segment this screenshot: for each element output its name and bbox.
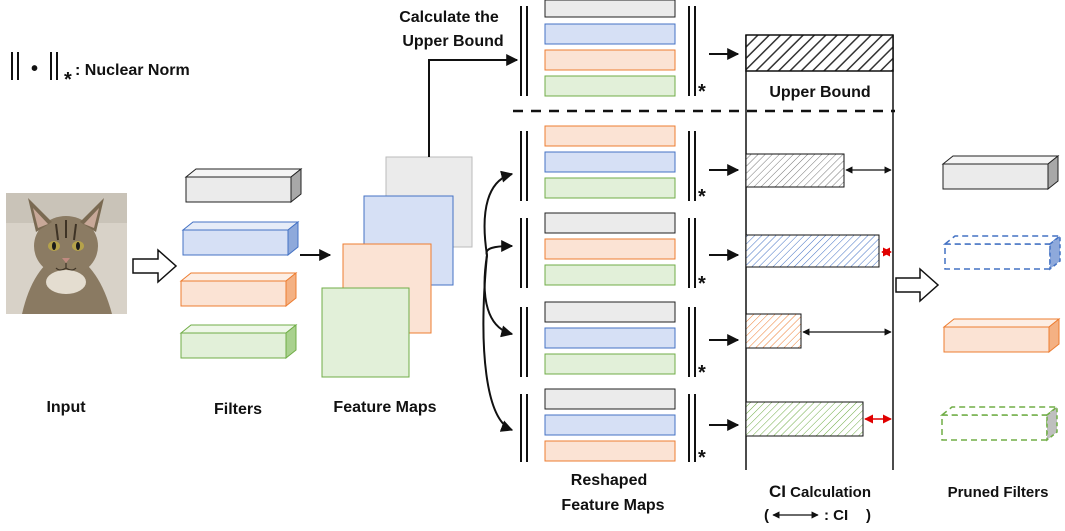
hollow-right-arrow-icon	[132, 248, 178, 284]
ci-legend-open: (	[764, 507, 769, 524]
label-reshaped-1: Reshaped	[571, 472, 647, 489]
filter-green	[179, 323, 298, 360]
cat-photo	[6, 193, 127, 314]
curly-brace-arrow-icon	[482, 170, 514, 432]
label-calc-upper-1: Calculate the	[399, 9, 499, 26]
label-input: Input	[46, 399, 86, 416]
nuclear-norm-legend: • * : Nuclear Norm	[11, 52, 190, 91]
norm-star-2: *	[698, 273, 706, 295]
reshaped-group-1: *	[520, 125, 706, 208]
hatched-bar-orange	[745, 313, 802, 349]
feature-map-green	[321, 287, 410, 378]
ci-panel: Upper Bound	[745, 34, 894, 470]
upper-bound-bar	[745, 34, 894, 72]
ci-legend: ( : CI )	[764, 507, 871, 524]
hatched-bar-gray	[745, 153, 845, 188]
label-pruned-filters: Pruned Filters	[948, 484, 1049, 501]
pruned-filter-green-removed	[939, 405, 1060, 442]
label-upper-bound: Upper Bound	[769, 84, 870, 101]
ci-calc-suffix: Calculation	[786, 484, 871, 501]
reshaped-group-4: *	[520, 388, 706, 469]
reshaped-group-upper: *	[520, 0, 706, 103]
ci-legend-text: : CI	[824, 507, 848, 524]
legend-star: *	[64, 69, 72, 91]
legend-dot: •	[31, 58, 38, 80]
arrow-to-upper-bound	[428, 54, 519, 157]
hatched-bar-blue	[745, 234, 880, 268]
feature-maps	[321, 156, 473, 378]
ci-legend-close: )	[866, 507, 871, 524]
pruned-filter-blue-removed	[942, 234, 1063, 271]
hollow-right-arrow-icon	[895, 267, 940, 303]
norm-star-upper: *	[698, 81, 706, 103]
label-ci-calculation: CI Calculation	[769, 482, 871, 501]
hatched-bar-green	[745, 401, 864, 437]
label-filters: Filters	[214, 401, 262, 418]
label-reshaped-2: Feature Maps	[561, 497, 664, 514]
norm-star-1: *	[698, 186, 706, 208]
legend-text: : Nuclear Norm	[75, 62, 190, 79]
reshaped-group-2: *	[520, 212, 706, 295]
norm-star-4: *	[698, 447, 706, 469]
pruned-filter-orange	[942, 317, 1061, 354]
pruned-filters	[939, 154, 1063, 442]
label-feature-maps: Feature Maps	[333, 399, 436, 416]
filter-orange	[179, 271, 298, 308]
filters	[179, 167, 303, 360]
filter-gray	[184, 167, 303, 204]
reshaped-group-3: *	[520, 301, 706, 384]
label-calc-upper-2: Upper Bound	[402, 33, 503, 50]
filter-blue	[181, 220, 300, 257]
pruned-filter-gray	[941, 154, 1060, 191]
norm-star-3: *	[698, 362, 706, 384]
ci-calc-prefix: CI	[769, 482, 786, 501]
